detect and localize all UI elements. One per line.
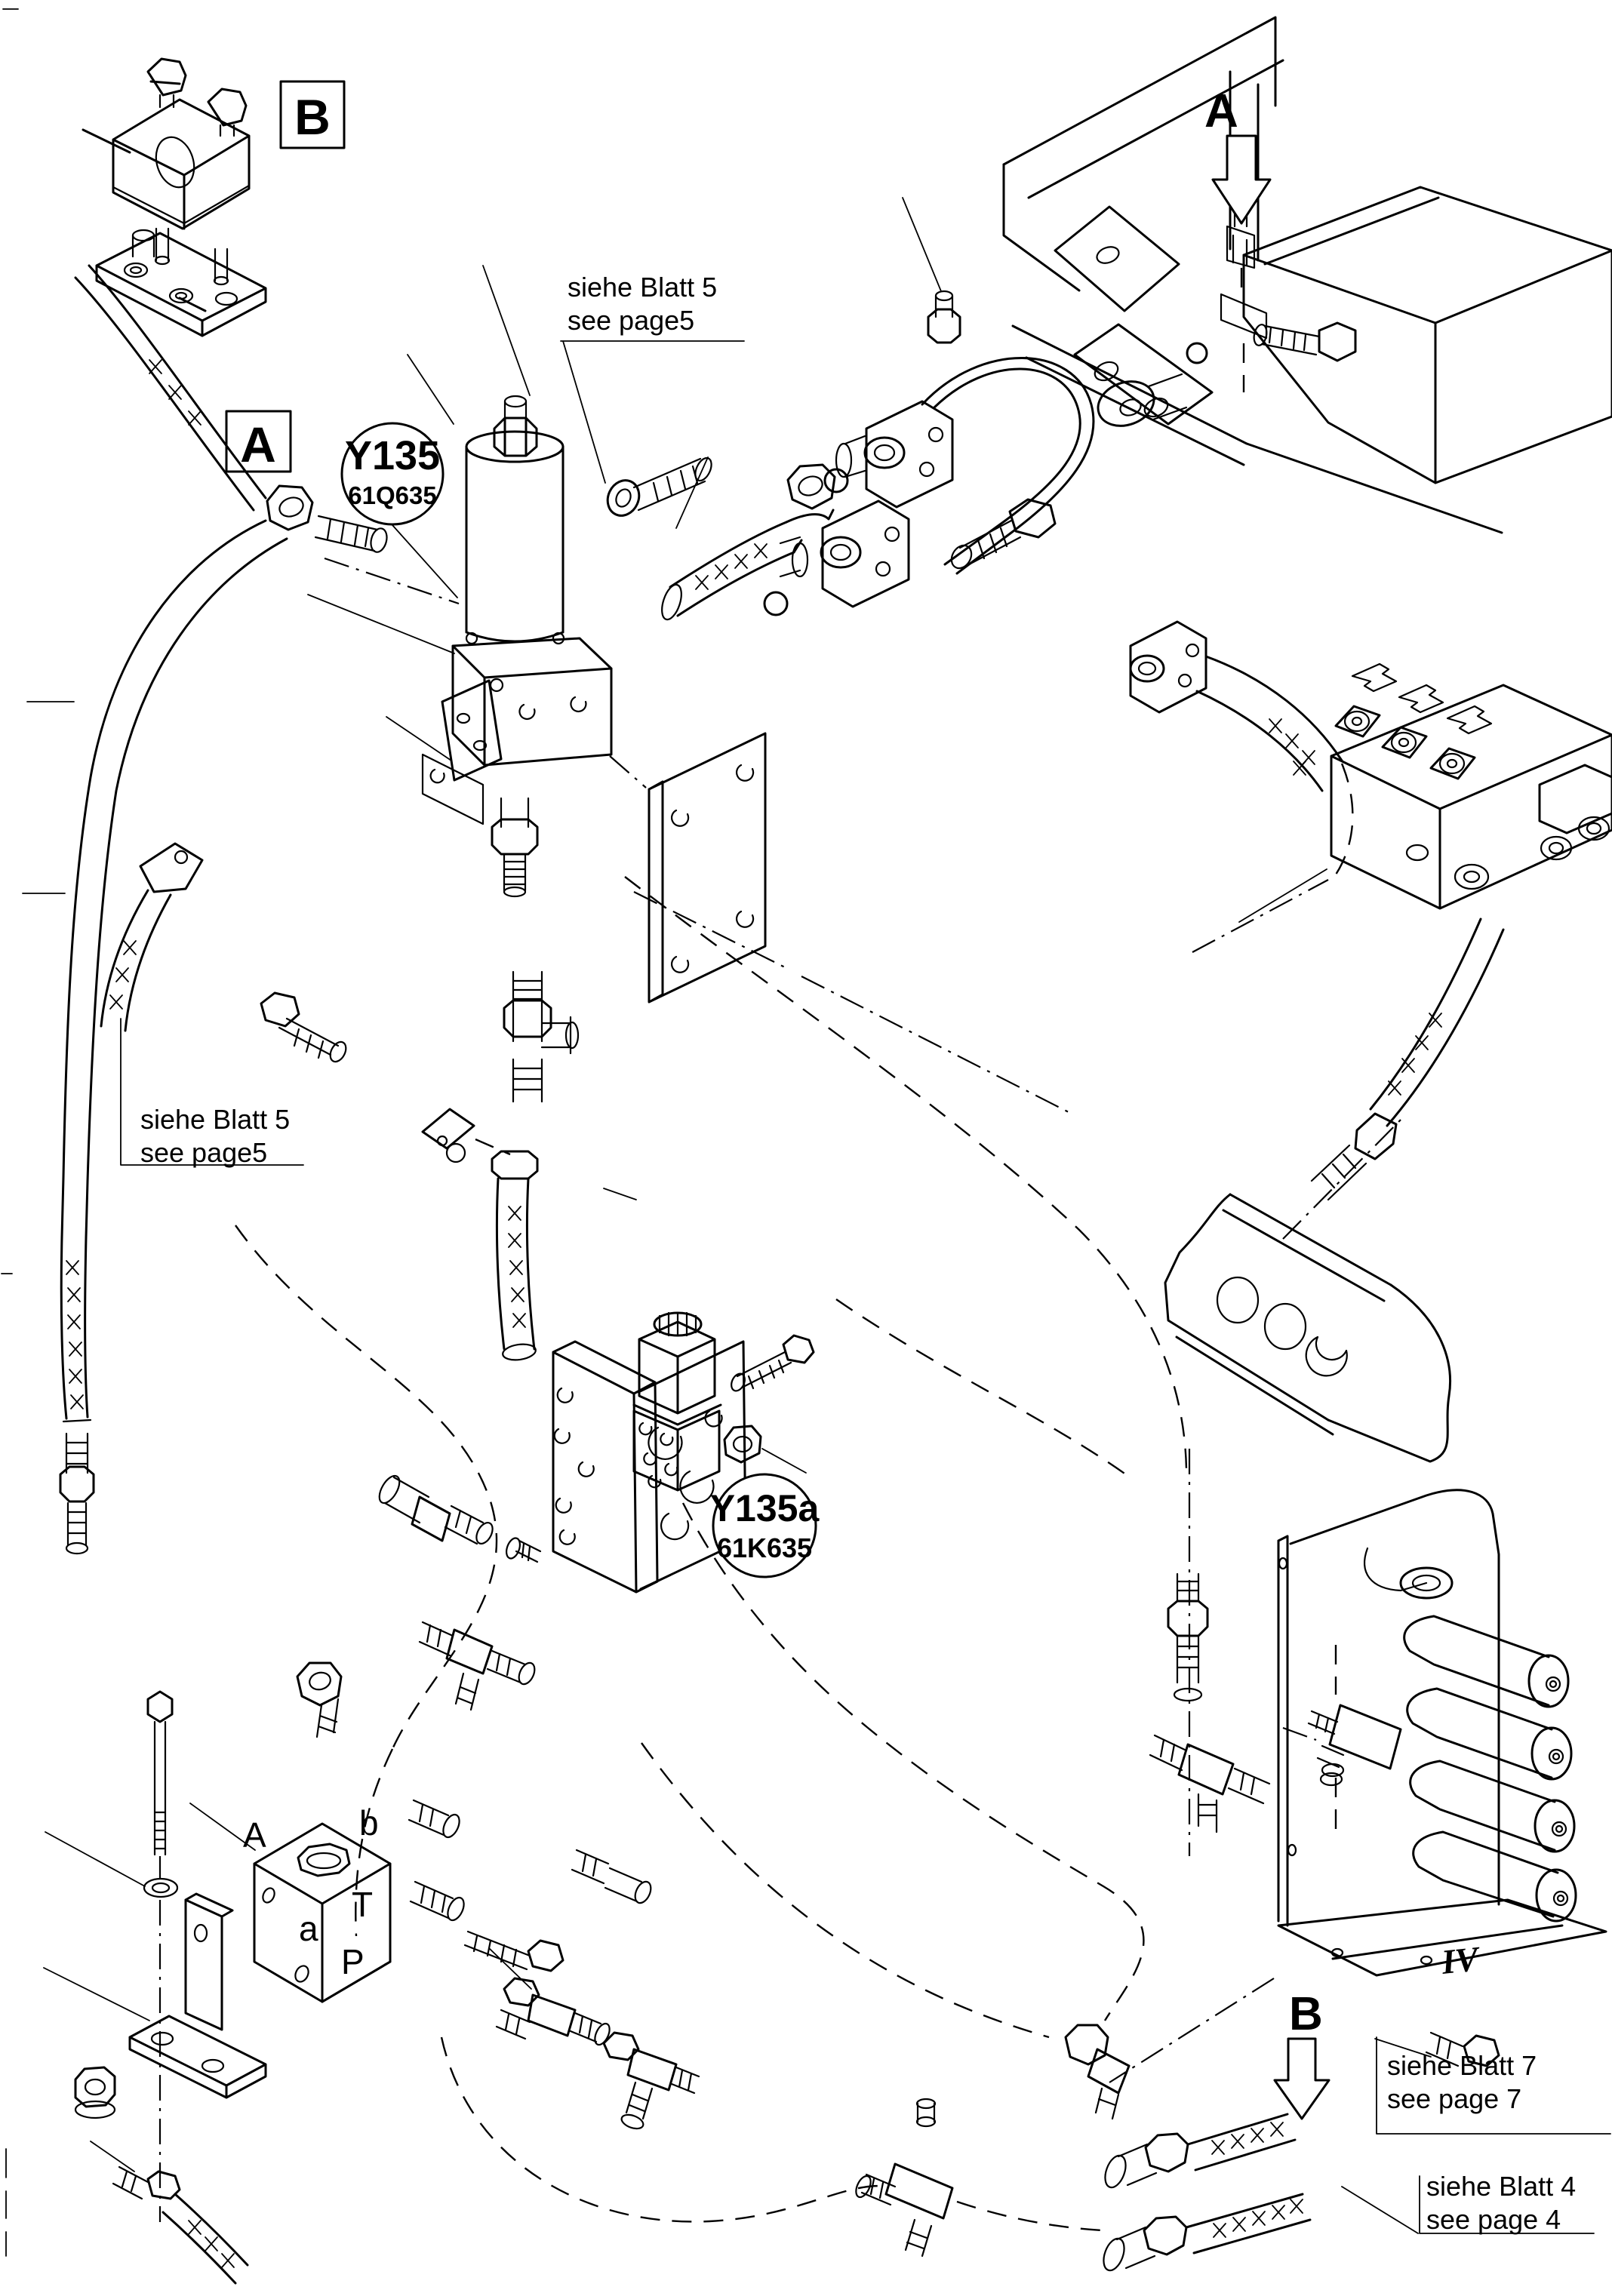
detail-a-letter: A [240, 416, 276, 472]
tee-fitting [602, 2031, 700, 2130]
bottom-tee-fittings [495, 1849, 700, 2130]
detail-a-label-box: A [225, 410, 292, 473]
detail-b-letter: B [294, 89, 331, 145]
bottom-left-bracket-assembly [74, 1690, 267, 2285]
socket-head-screw [606, 456, 712, 517]
bottom-tee-fitting [855, 2098, 954, 2258]
elbow-fitting [296, 1661, 343, 1738]
internal-tee-fitting [1282, 1645, 1402, 1841]
y135a-valve [632, 1311, 722, 1492]
top-port-boss [1364, 1547, 1454, 1600]
hose-elbow-assembly [661, 463, 836, 621]
protective-cap [421, 1108, 511, 1163]
o-ring [1186, 342, 1208, 364]
bank-cylinder [1409, 1760, 1576, 1853]
svg-text:see page5: see page5 [140, 1137, 267, 1168]
detail-b-label-box: B [279, 80, 346, 149]
hex-nut [723, 1425, 807, 1474]
y135-part-no: 61Q635 [348, 481, 436, 509]
y135-solenoid-valve [421, 395, 613, 898]
location-a-marker: A [1204, 85, 1272, 225]
fittings-left-of-y135a [296, 1474, 536, 1738]
flange-fitting-right [1129, 620, 1343, 792]
left-hose-assembly [22, 264, 388, 1555]
block-fittings [408, 1799, 565, 1972]
note-page4: siehe Blatt 4 see page 4 [1341, 2171, 1595, 2235]
banjo-eye-fitting [1097, 373, 1188, 427]
bank-cylinder [1403, 1615, 1570, 1708]
page-margin-marks [1, 8, 19, 2257]
leader-lines [43, 197, 1327, 2172]
o-ring [823, 468, 849, 493]
svg-text:siehe Blatt 5: siehe Blatt 5 [140, 1104, 290, 1135]
svg-text:see page 7: see page 7 [1387, 2083, 1521, 2114]
o-ring [763, 591, 789, 616]
top-center-fitting [927, 290, 961, 344]
center-fittings [421, 970, 580, 1361]
y135-balloon: Y135 61Q635 [340, 422, 458, 598]
solenoid-coil [1429, 705, 1493, 780]
y135a-balloon: Y135a 61K635 [710, 1473, 820, 1578]
y135a-assembly [505, 1311, 815, 1594]
solenoid-coil [1381, 684, 1444, 759]
braided-hose-upper [1104, 2113, 1297, 2189]
valve-block-abtp: A b T a P [243, 1799, 565, 2003]
tee-fitting [495, 1977, 611, 2046]
section-iv-label: IV [1439, 1939, 1483, 1981]
flange-nut [74, 2066, 116, 2119]
bottom-hoses [855, 2024, 1312, 2272]
right-fitting-chain [1149, 1449, 1271, 1856]
note-page5-left: siehe Blatt 5 see page5 [120, 1018, 304, 1168]
routing-lines [235, 557, 1406, 2232]
bank-outlet-fitting [1374, 2031, 1500, 2067]
detail-b-clamp [82, 57, 267, 337]
machine-overview [1002, 16, 1612, 534]
hex-bolt [731, 1334, 815, 1392]
braided-hose-lower [1103, 2193, 1312, 2272]
hex-bolt [950, 498, 1057, 570]
bracket-part [1164, 1193, 1452, 1463]
manifold-hose [1310, 917, 1505, 1201]
svg-text:siehe Blatt 7: siehe Blatt 7 [1387, 2050, 1537, 2081]
port-label-A: A [243, 1815, 266, 1855]
location-b-letter: B [1289, 1988, 1323, 2040]
note-page7: siehe Blatt 7 see page 7 [1376, 2036, 1611, 2135]
note-page5-top: siehe Blatt 5 see page5 [560, 272, 745, 484]
hex-bolt [260, 991, 347, 1063]
solenoid-coil [1334, 662, 1398, 738]
port-label-a: a [299, 1909, 318, 1948]
bank-cylinder [1412, 1830, 1577, 1923]
location-b-marker: B [1273, 1988, 1331, 2120]
hex-bolt-right [1253, 321, 1357, 362]
mounting-plate [609, 732, 767, 1004]
svg-text:siehe Blatt 5: siehe Blatt 5 [568, 272, 717, 303]
bank-cylinder [1406, 1687, 1573, 1781]
y135-code: Y135 [345, 433, 440, 478]
elbow-fitting [1064, 2024, 1131, 2120]
down-arrow-icon [1273, 2037, 1331, 2120]
y135a-code: Y135a [710, 1487, 820, 1529]
svg-text:siehe Blatt 4: siehe Blatt 4 [1426, 2171, 1576, 2202]
y135a-part-no: 61K635 [717, 1532, 812, 1563]
hose-clamp-fitting [100, 842, 204, 1032]
port-label-P: P [341, 1942, 365, 1981]
svg-text:see page 4: see page 4 [1426, 2204, 1561, 2235]
tee-fitting [418, 1621, 536, 1711]
location-a-letter: A [1204, 85, 1238, 137]
right-valve-manifold [1310, 662, 1612, 1201]
hose-to-lower-left [112, 2165, 249, 2285]
tee-fitting [1149, 1734, 1271, 1833]
down-arrow-icon [1211, 134, 1272, 225]
valve-bank-iv: IV [1109, 1489, 1607, 2083]
svg-text:see page5: see page5 [568, 305, 694, 336]
flanged-tube-assemblies [606, 321, 1357, 792]
